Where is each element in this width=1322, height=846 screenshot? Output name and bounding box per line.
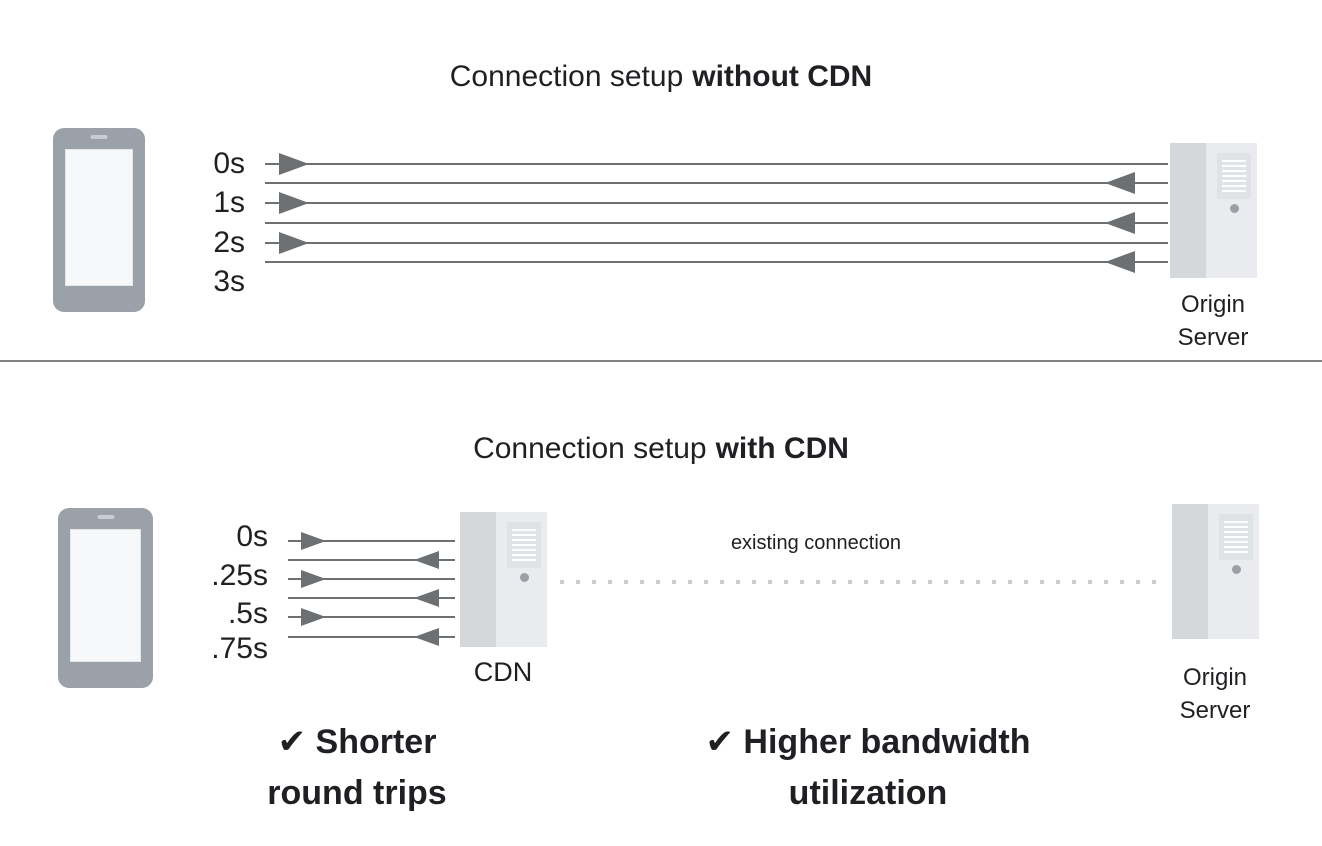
arrow-left-icon [414, 551, 439, 569]
server-side-panel [1170, 143, 1206, 278]
server-front-panel [496, 512, 547, 647]
request-line-2 [288, 570, 455, 588]
origin-server-label-line1: Origin [1182, 664, 1248, 691]
server-led-icon [1232, 565, 1241, 574]
time-label-075s: .75s [211, 632, 268, 665]
response-line-1 [288, 551, 455, 569]
arrow-left-icon [1105, 172, 1135, 194]
response-line-1 [265, 172, 1168, 194]
time-label-0s: 0s [236, 520, 268, 553]
arrow-left-icon [414, 628, 439, 646]
cdn-server-icon [460, 512, 547, 647]
title-without-cdn: Connection setup without CDN [0, 60, 1322, 94]
benefit-right-line2: utilization [788, 774, 948, 812]
time-label-3s: 3s [213, 265, 245, 298]
request-line-1 [288, 532, 455, 550]
origin-server-icon [1170, 143, 1257, 278]
response-line-2 [265, 212, 1168, 234]
request-line-3 [288, 608, 455, 626]
arrow-right-icon [279, 192, 309, 214]
existing-connection-dotted-line [560, 580, 1162, 584]
server-led-icon [520, 573, 529, 582]
arrow-left-icon [1105, 212, 1135, 234]
request-line-2 [265, 192, 1168, 214]
origin-server-icon [1172, 504, 1259, 639]
origin-server-label: Origin Server [1155, 661, 1275, 727]
title-with-cdn-bold: with CDN [715, 432, 849, 465]
phone-screen [70, 529, 141, 662]
title-with-cdn-regular: Connection setup [473, 432, 707, 465]
response-line-3 [288, 628, 455, 646]
request-line-1 [265, 153, 1168, 175]
time-label-025s: .25s [211, 559, 268, 592]
benefit-shorter-round-trips: ✔ Shorter round trips [187, 717, 527, 819]
time-label-05s: .5s [227, 597, 268, 630]
benefit-higher-bandwidth: ✔ Higher bandwidth utilization [618, 717, 1118, 819]
origin-server-label-line2: Server [1177, 324, 1249, 351]
time-label-1s: 1s [213, 186, 245, 219]
time-label-2s: 2s [213, 226, 245, 259]
arrow-right-icon [301, 532, 326, 550]
origin-server-label-line2: Server [1179, 697, 1251, 724]
arrow-right-icon [279, 232, 309, 254]
arrow-right-icon [301, 570, 326, 588]
phone-speaker [90, 135, 108, 139]
origin-server-label-line1: Origin [1180, 291, 1246, 318]
arrow-left-icon [1105, 251, 1135, 273]
request-line-3 [265, 232, 1168, 254]
title-with-cdn: Connection setup with CDN [0, 432, 1322, 466]
client-phone-icon [58, 508, 153, 688]
server-vent-icon [1219, 514, 1253, 560]
arrow-right-icon [301, 608, 326, 626]
time-label-0s: 0s [213, 147, 245, 180]
benefit-left-line1: ✔ Shorter [277, 723, 437, 761]
arrow-right-icon [279, 153, 309, 175]
phone-speaker [97, 515, 114, 519]
cdn-label: CDN [473, 657, 533, 687]
title-without-cdn-regular: Connection setup [449, 60, 684, 93]
server-front-panel [1208, 504, 1259, 639]
benefit-left-line2: round trips [267, 774, 447, 812]
response-line-3 [265, 251, 1168, 273]
section-divider [0, 360, 1322, 362]
existing-connection-label: existing connection [730, 532, 902, 554]
server-side-panel [460, 512, 496, 647]
origin-server-label: Origin Server [1153, 288, 1273, 354]
server-side-panel [1172, 504, 1208, 639]
server-front-panel [1206, 143, 1257, 278]
response-line-2 [288, 589, 455, 607]
server-vent-icon [507, 522, 541, 568]
server-vent-icon [1217, 153, 1251, 199]
phone-screen [65, 149, 133, 286]
arrow-left-icon [414, 589, 439, 607]
client-phone-icon [53, 128, 145, 312]
server-led-icon [1230, 204, 1239, 213]
benefit-right-line1: ✔ Higher bandwidth [705, 723, 1031, 761]
title-without-cdn-bold: without CDN [692, 60, 873, 93]
